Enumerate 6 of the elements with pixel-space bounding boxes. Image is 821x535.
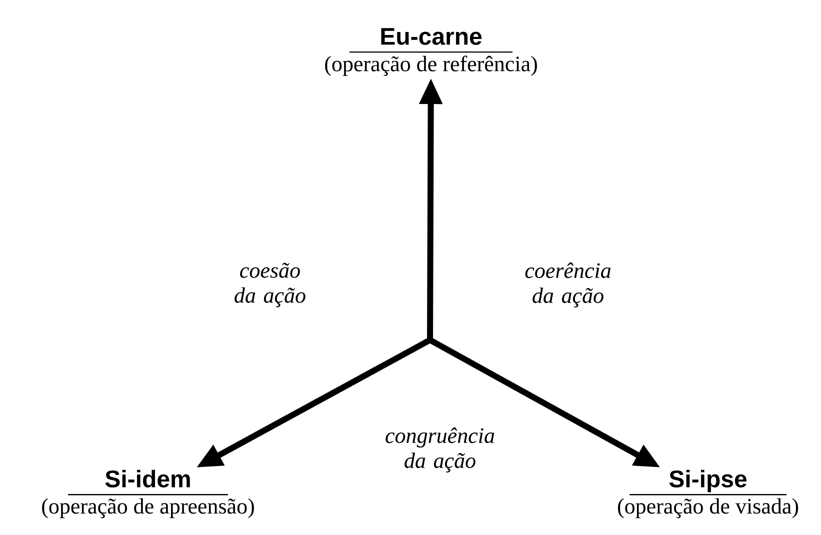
axis-label: coesão da ação <box>234 262 306 308</box>
axis-label: congruência da ação <box>386 428 494 472</box>
axis-label: coerência da ação <box>525 262 611 308</box>
concept-label: Eu-carne (operação de referência) <box>325 28 537 76</box>
concept-label: Si-idem (operação de apreensão) <box>42 470 254 518</box>
concept-label: Si-ipse (operação de visada) <box>618 470 798 518</box>
